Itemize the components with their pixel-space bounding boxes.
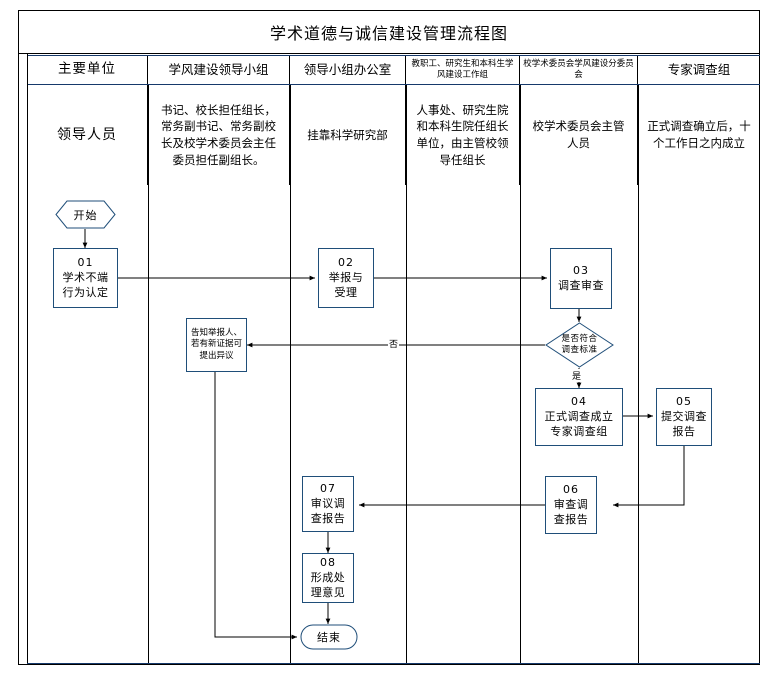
node-07[interactable]: 07 审议调 查报告 — [302, 476, 354, 532]
lane-separator-1 — [148, 85, 149, 665]
node-06-label: 审查调 查报告 — [553, 498, 589, 526]
node-decision-meets-criteria[interactable]: 是否符合 调查标准 — [545, 322, 614, 368]
lane-bottom-rule — [27, 663, 760, 664]
node-04[interactable]: 04 正式调查成立 专家调查组 — [535, 388, 623, 446]
swimlane-description-row: 领导人员 书记、校长担任组长，常务副书记、常务副校长及校学术委员会主任委员担任副… — [27, 85, 760, 185]
node-decision-label: 是否符合 调查标准 — [561, 333, 598, 355]
diamond-shape — [545, 322, 614, 368]
node-05-label: 提交调查 报告 — [661, 410, 707, 438]
node-07-label: 审议调 查报告 — [310, 497, 346, 525]
node-start-label: 开始 — [73, 208, 98, 222]
node-05[interactable]: 05 提交调查 报告 — [656, 388, 712, 446]
lane-header-4: 校学术委员会学风建设分委员会 — [520, 56, 638, 84]
lane-separator-4 — [520, 85, 521, 665]
node-02-number: 02 — [338, 256, 354, 270]
node-01-number: 01 — [77, 256, 94, 270]
node-07-number: 07 — [320, 482, 336, 496]
swimlane-header-row: 主要单位 学风建设领导小组 领导小组办公室 教职工、研究生和本科生学风建设工作组… — [27, 55, 760, 85]
node-01-label: 学术不端 行为认定 — [62, 271, 109, 299]
lane-header-2: 领导小组办公室 — [290, 56, 406, 84]
edge-label-yes: 是 — [571, 369, 583, 382]
lane-separator-3 — [406, 85, 407, 665]
page-title: 学术道德与诚信建设管理流程图 — [269, 23, 508, 43]
lane-desc-2: 挂靠科学研究部 — [290, 85, 406, 185]
lane-header-0: 主要单位 — [27, 56, 148, 84]
node-03-number: 03 — [573, 263, 589, 277]
lane-desc-0: 领导人员 — [27, 85, 148, 185]
node-03[interactable]: 03 调查审查 — [550, 248, 612, 309]
node-02[interactable]: 02 举报与 受理 — [318, 248, 374, 308]
node-end-label: 结束 — [317, 631, 341, 644]
node-notify-reporter-label: 告知举报人、 若有新证据可 提出异议 — [190, 327, 242, 361]
lane-separator-left — [27, 54, 28, 665]
node-03-label: 调查审查 — [558, 279, 604, 292]
diagram-outer-frame — [18, 10, 760, 665]
node-06-number: 06 — [563, 483, 579, 497]
edge-label-no: 否 — [388, 337, 400, 350]
node-05-number: 05 — [676, 395, 692, 409]
lane-header-3: 教职工、研究生和本科生学风建设工作组 — [406, 56, 520, 84]
node-06[interactable]: 06 审查调 查报告 — [545, 476, 597, 534]
node-end[interactable]: 结束 — [300, 624, 358, 650]
node-08-number: 08 — [320, 556, 336, 570]
terminator-shape — [300, 624, 358, 650]
diagram-title-band: 学术道德与诚信建设管理流程图 — [18, 10, 760, 54]
node-start[interactable]: 开始 — [55, 200, 116, 229]
node-04-label: 正式调查成立 专家调查组 — [544, 410, 614, 438]
lane-separator-2 — [290, 85, 291, 665]
node-08-label: 形成处 理意见 — [310, 571, 346, 599]
node-notify-reporter[interactable]: 告知举报人、 若有新证据可 提出异议 — [186, 318, 247, 372]
lane-desc-4: 校学术委员会主管人员 — [520, 85, 638, 185]
node-04-number: 04 — [571, 395, 587, 409]
node-01[interactable]: 01 学术不端 行为认定 — [53, 248, 118, 308]
node-08[interactable]: 08 形成处 理意见 — [302, 553, 354, 603]
lane-header-5: 专家调查组 — [667, 61, 731, 77]
lane-desc-5: 正式调查确立后，十个工作日之内成立 — [647, 119, 751, 150]
lane-separator-5 — [638, 85, 639, 665]
lane-desc-3: 人事处、研究生院和本科生院任组长单位，由主管校领导任组长 — [406, 85, 520, 185]
hexagon-shape — [55, 200, 116, 229]
lane-desc-1: 书记、校长担任组长，常务副书记、常务副校长及校学术委员会主任委员担任副组长。 — [148, 85, 290, 185]
node-02-label: 举报与 受理 — [328, 271, 364, 299]
lane-header-1: 学风建设领导小组 — [148, 56, 290, 84]
